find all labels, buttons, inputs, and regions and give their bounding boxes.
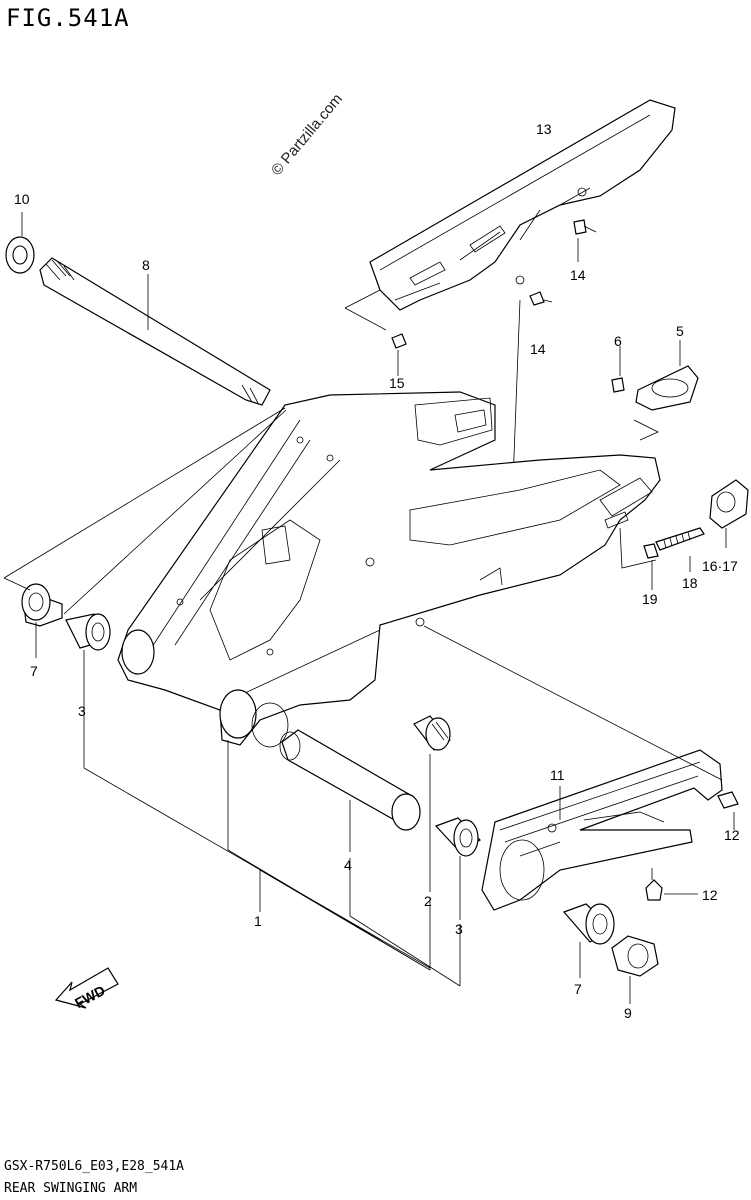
part-16-17-adjuster-block[interactable]	[709, 479, 749, 548]
callout-19: 19	[642, 591, 658, 607]
callout-3-right: 3	[455, 921, 463, 937]
part-7-bushing-left[interactable]	[21, 583, 63, 658]
leader-dashed-bracket	[633, 419, 659, 441]
callout-7-right: 7	[574, 981, 582, 997]
callout-2: 2	[424, 893, 432, 909]
part-6-bolt[interactable]	[611, 346, 625, 393]
leader-shaft	[3, 407, 287, 615]
part-11-chain-guide[interactable]	[481, 749, 723, 911]
callout-11: 11	[550, 767, 565, 783]
leader-bracket-bottom	[83, 702, 461, 987]
part-12-screw-lower[interactable]	[645, 868, 698, 901]
callout-10: 10	[14, 191, 30, 207]
callout-6: 6	[614, 333, 622, 349]
swingarm-main[interactable]	[117, 391, 661, 748]
callout-13: 13	[536, 121, 552, 137]
part-2-bearing[interactable]	[413, 715, 451, 892]
callout-9: 9	[624, 1005, 632, 1021]
callout-7-left: 7	[30, 663, 38, 679]
part-4-shaft[interactable]	[279, 729, 421, 852]
part-3-bushing-right[interactable]	[434, 817, 481, 920]
leader-dashed-adjuster	[619, 527, 657, 569]
part-5-bracket[interactable]	[635, 340, 699, 411]
figure-title: FIG.541A	[6, 4, 130, 32]
part-19-nut[interactable]	[643, 543, 659, 590]
callout-3-left: 3	[78, 703, 86, 719]
leader-guide	[423, 625, 723, 781]
callout-14-lower: 14	[530, 341, 546, 357]
callout-8: 8	[142, 257, 150, 273]
fwd-arrow-icon: FWD	[54, 967, 119, 1011]
part-14-bolt-lower[interactable]	[529, 291, 553, 306]
callout-12-right: 12	[724, 827, 740, 843]
callout-16-17: 16·17	[702, 558, 738, 574]
part-18-adjust-bolt[interactable]	[655, 527, 705, 572]
callout-1: 1	[254, 913, 262, 929]
part-12-screw-right[interactable]	[717, 791, 739, 830]
part-9-nut[interactable]	[611, 935, 659, 1004]
part-13-chain-cover[interactable]	[369, 99, 676, 311]
part-3-bushing-left[interactable]	[65, 613, 111, 702]
part-15-clip[interactable]	[391, 333, 407, 376]
part-10-nut[interactable]	[5, 212, 35, 274]
callout-18: 18	[682, 575, 698, 591]
footer-code: GSX-R750L6_E03,E28_541A	[4, 1159, 185, 1174]
callout-12-lower: 12	[702, 887, 718, 903]
callout-4: 4	[344, 857, 352, 873]
callout-14-upper: 14	[570, 267, 586, 283]
part-7-bushing-right[interactable]	[562, 903, 615, 978]
callout-15: 15	[389, 375, 405, 391]
part-14-bolt-upper[interactable]	[573, 219, 597, 262]
callout-5: 5	[676, 323, 684, 339]
part-8-pivot-shaft[interactable]	[39, 257, 271, 406]
footer-name: REAR SWINGING ARM	[4, 1181, 138, 1196]
